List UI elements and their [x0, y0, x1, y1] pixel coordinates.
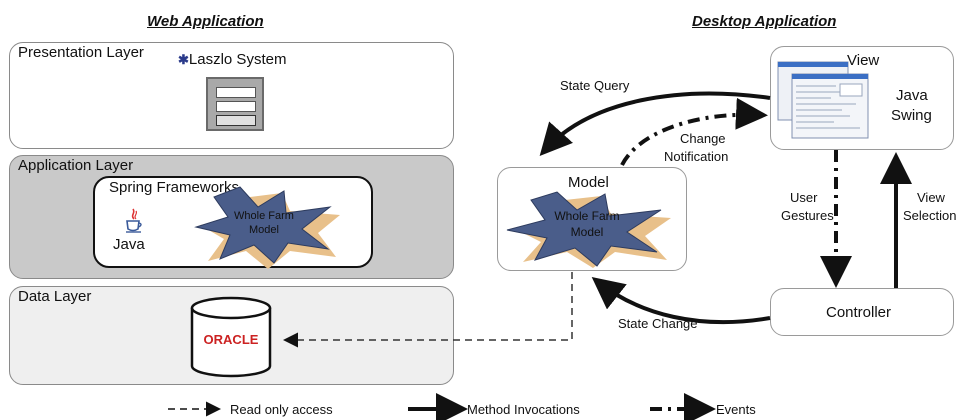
- legend-method-invocations-label: Method Invocations: [467, 402, 580, 417]
- state-query-label: State Query: [560, 78, 630, 93]
- oracle-database-icon: ORACLE: [190, 296, 272, 378]
- data-layer-title: Data Layer: [18, 288, 92, 305]
- read-only-access-arrow: [283, 272, 573, 348]
- presentation-layer-title: Presentation Layer: [18, 44, 144, 61]
- controller-label: Controller: [826, 304, 892, 321]
- swing-screenshot-icon: [777, 61, 869, 139]
- swing-line-1: Java: [896, 87, 928, 104]
- application-layer-title: Application Layer: [18, 157, 134, 174]
- desktop-application-heading: Desktop Application: [692, 13, 837, 30]
- view-selection-label-1: View: [917, 190, 945, 205]
- java-label: Java: [113, 236, 145, 253]
- oracle-label: ORACLE: [204, 332, 259, 347]
- web-model-line-1: Whole Farm: [234, 210, 294, 222]
- laszlo-system-label: ✱Laszlo System: [178, 51, 287, 68]
- user-label: User: [790, 190, 818, 205]
- web-application-heading: Web Application: [147, 13, 264, 30]
- state-change-label: State Change: [618, 316, 698, 331]
- desktop-model-line-1: Whole Farm: [554, 209, 619, 223]
- gestures-label: Gestures: [781, 208, 834, 223]
- application-layer: Application Layer: [9, 155, 454, 279]
- notification-label: Notification: [664, 149, 729, 164]
- controller-box: Controller: [770, 288, 954, 336]
- swing-line-2: Swing: [891, 107, 932, 124]
- java-cup-icon: [125, 208, 143, 239]
- spring-frameworks-label: Spring Frameworks: [109, 179, 240, 196]
- legend-events-label: Events: [716, 402, 756, 417]
- desktop-model-line-2: Model: [571, 225, 604, 239]
- web-whole-farm-model-star: Whole Farm Model: [194, 186, 340, 269]
- desktop-model-label: Model: [568, 174, 609, 191]
- window-form-icon: [206, 77, 264, 131]
- state-query-arrow: [539, 91, 771, 156]
- view-label: View: [847, 52, 880, 69]
- view-selection-label-2: Selection: [903, 208, 957, 223]
- desktop-whole-farm-model-star: Whole Farm Model: [506, 191, 671, 268]
- legend-read-only-label: Read only access: [230, 402, 333, 417]
- state-change-arrow: [591, 277, 771, 325]
- change-label: Change: [680, 131, 726, 146]
- laszlo-logo-icon: ✱: [178, 52, 189, 67]
- presentation-layer: Presentation Layer ✱Laszlo System: [9, 42, 454, 149]
- web-model-line-2: Model: [249, 224, 279, 236]
